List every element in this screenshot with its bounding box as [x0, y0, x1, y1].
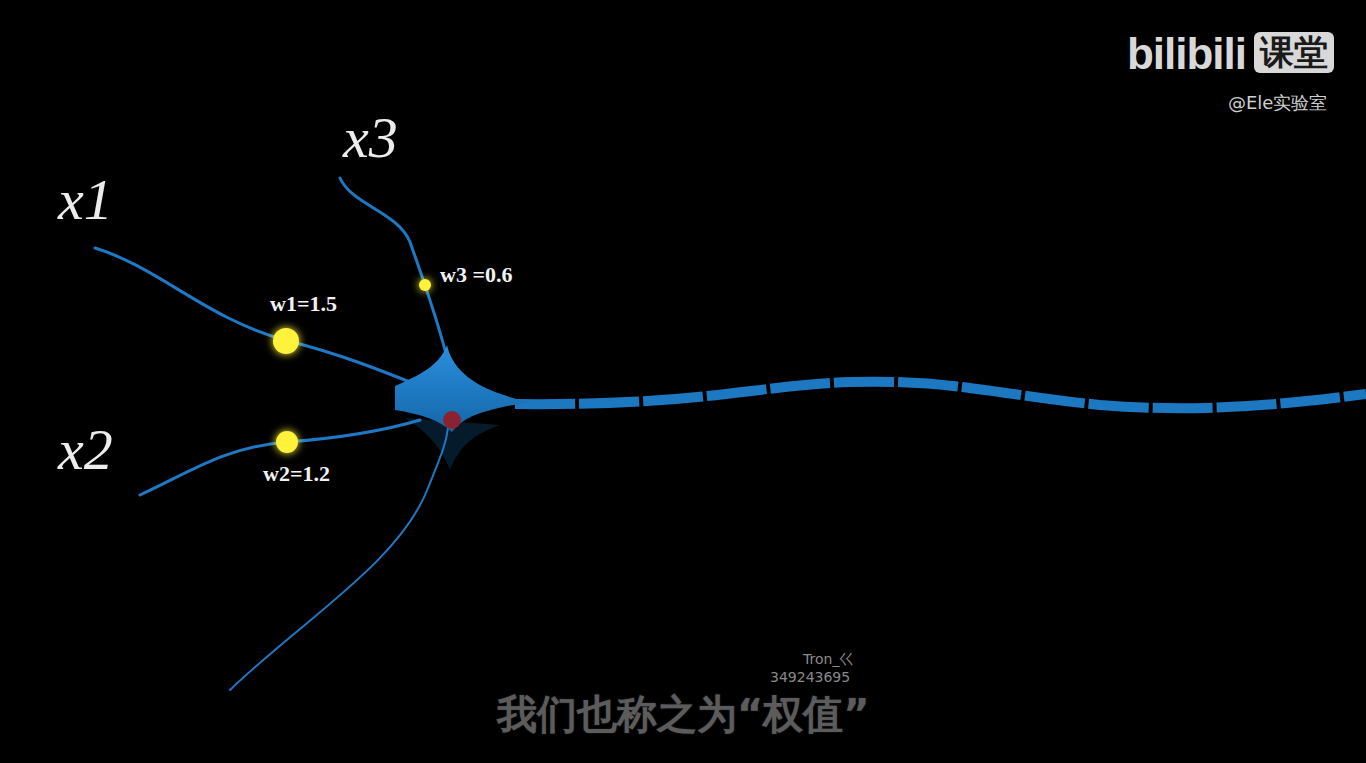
dendrites	[95, 178, 448, 690]
subtitle: 我们也称之为“权值”	[497, 692, 870, 736]
nucleus	[443, 411, 461, 429]
weight-label: w3 =0.6	[440, 263, 512, 287]
weight-label: w1=1.5	[270, 292, 337, 316]
weight-label: w2=1.2	[263, 462, 330, 486]
soma	[395, 345, 530, 432]
logo-text: bilibili	[1127, 30, 1246, 78]
input-label: x3	[343, 106, 398, 170]
watermark: 349243695	[770, 670, 850, 685]
channel-handle: @Ele实验室	[1228, 93, 1327, 113]
logo-badge: 课堂	[1254, 32, 1334, 73]
input-label: x1	[58, 168, 113, 232]
watermark: Tron_巜	[803, 652, 853, 667]
axon	[515, 382, 1366, 409]
input-label: x2	[58, 418, 113, 482]
